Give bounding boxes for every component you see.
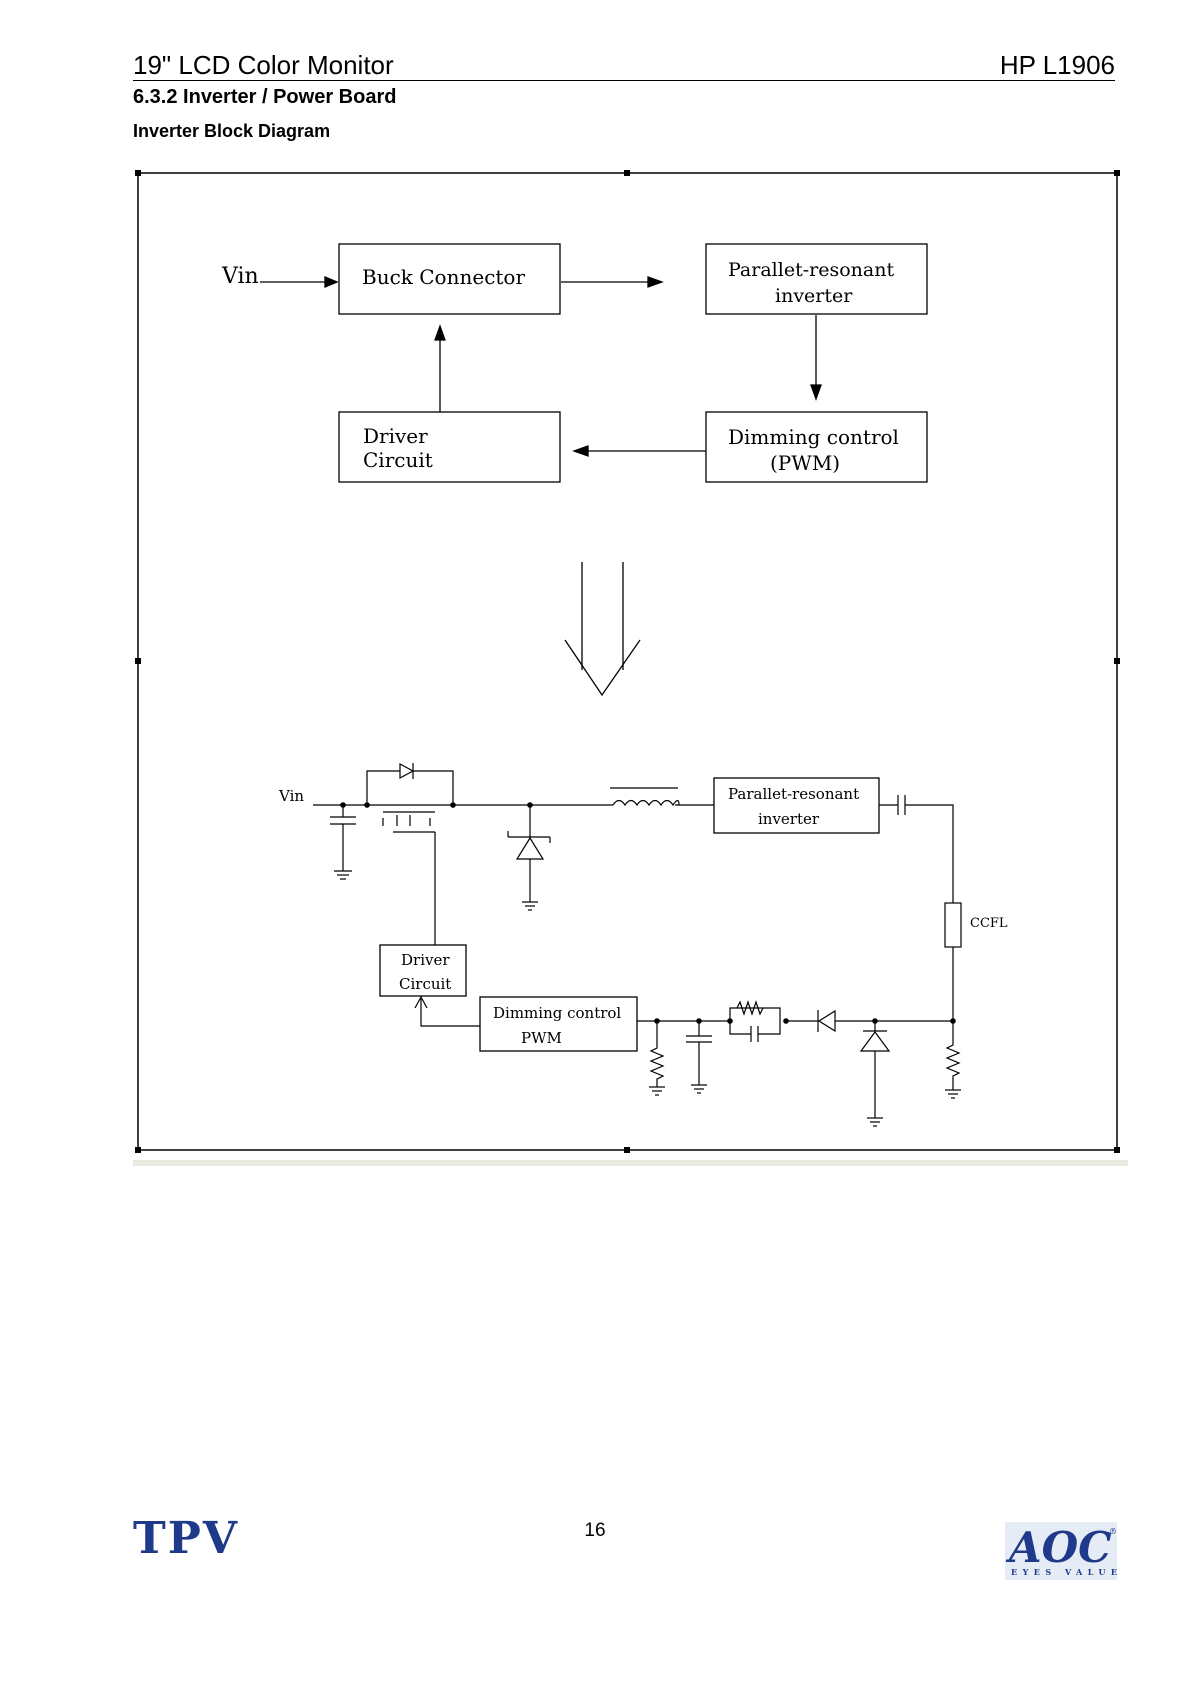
inverter-label-line2: inverter (775, 285, 853, 307)
frame-handles (135, 170, 1120, 1153)
circuit-vin-label: Vin (278, 787, 304, 805)
svg-text:®: ® (1109, 1527, 1117, 1536)
buck-connector-label: Buck Connector (362, 265, 525, 289)
svg-text:EYES VALUE: EYES VALUE (1011, 1567, 1117, 1577)
dimming-label-line2: (PWM) (770, 451, 840, 475)
circuit-driver-label-line1: Driver (401, 951, 450, 969)
circuit-dimming-label-line2: PWM (521, 1029, 562, 1047)
diagram-frame (138, 173, 1117, 1150)
ccfl-lamp (945, 903, 961, 947)
section-title: 6.3.2 Inverter / Power Board (133, 86, 396, 109)
page-header: 19" LCD Color Monitor HP L1906 (133, 50, 1115, 81)
dimming-label-line1: Dimming control (728, 425, 899, 449)
diagram-shadow (133, 1160, 1128, 1166)
subsection-title: Inverter Block Diagram (133, 121, 330, 142)
circuit-inverter-label-line2: inverter (758, 810, 820, 828)
circuit-inverter-label-line1: Parallet-resonant (728, 785, 859, 803)
top-block-diagram: Vin Buck Connector Parallet-resonant inv… (221, 244, 927, 482)
circuit-dimming-label-line1: Dimming control (493, 1004, 621, 1022)
transition-arrow (565, 562, 640, 695)
inverter-block-diagram: Vin Buck Connector Parallet-resonant inv… (130, 165, 1125, 1160)
aoc-logo: AOC ® EYES VALUE (1005, 1522, 1117, 1580)
ccfl-label: CCFL (970, 916, 1008, 931)
circuit-schematic: Vin (278, 763, 1008, 1126)
svg-text:AOC: AOC (1005, 1523, 1112, 1572)
page-number: 16 (560, 1520, 630, 1542)
vin-label: Vin (221, 264, 259, 289)
inverter-label-line1: Parallet-resonant (728, 259, 894, 281)
driver-label-line2: Circuit (363, 448, 433, 472)
svg-text:TPV: TPV (133, 1515, 239, 1559)
circuit-driver-label-line2: Circuit (399, 975, 451, 993)
document-title: 19" LCD Color Monitor (133, 50, 394, 80)
driver-label-line1: Driver (363, 424, 428, 448)
tpv-logo: TPV (133, 1515, 253, 1559)
model-number: HP L1906 (1000, 50, 1115, 80)
